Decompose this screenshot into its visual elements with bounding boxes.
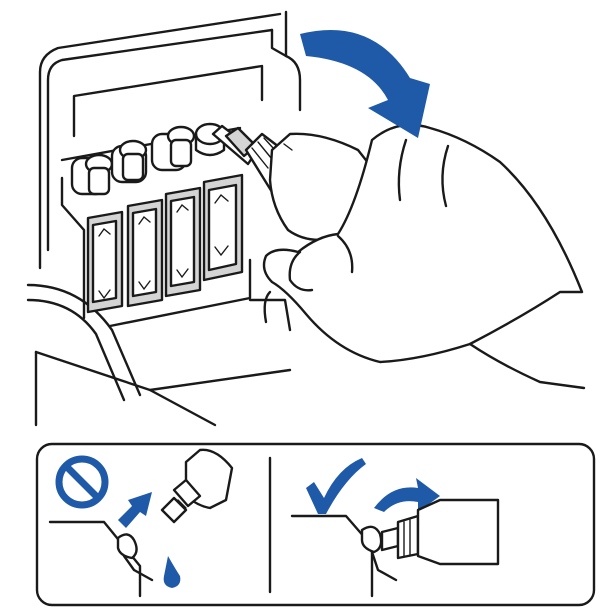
curved-arrow-icon	[300, 29, 430, 139]
ink-bottle-upright	[160, 448, 234, 524]
instruction-box	[35, 442, 596, 607]
ink-drop-icon	[163, 556, 181, 588]
hand	[262, 123, 586, 390]
tank-nozzle	[360, 525, 398, 582]
ink-bottle-horizontal	[380, 498, 500, 566]
ink-tank	[126, 198, 164, 308]
tank-cap	[110, 139, 148, 184]
curved-arrow-icon	[374, 478, 440, 512]
tank-cap	[70, 153, 114, 196]
printer-body	[26, 10, 302, 427]
tank-nozzle	[116, 533, 154, 582]
ink-tank	[164, 186, 202, 298]
ink-tank-target	[202, 173, 244, 282]
ink-tank	[86, 210, 124, 314]
panel-correct	[290, 458, 500, 598]
ink-tanks	[86, 173, 244, 314]
up-arrow-icon	[118, 492, 152, 528]
checkmark-icon	[306, 458, 366, 514]
panel-incorrect	[48, 448, 234, 598]
tank-edge	[290, 514, 374, 598]
tank-cap	[150, 125, 196, 172]
tank-caps	[70, 122, 226, 196]
prohibited-icon	[55, 455, 109, 509]
